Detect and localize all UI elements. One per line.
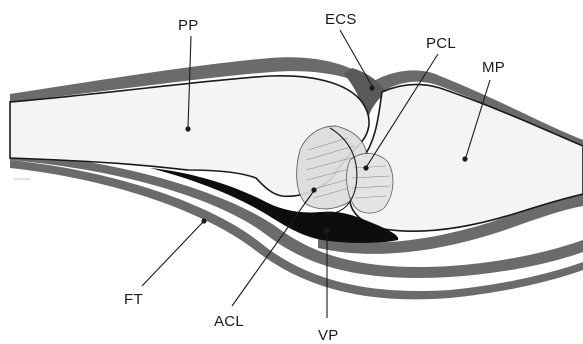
label-pcl: PCL bbox=[426, 35, 456, 52]
scale-bar-label: ===== bbox=[14, 176, 31, 181]
label-mp: MP bbox=[482, 59, 505, 76]
pp-pointer-dot bbox=[185, 126, 190, 131]
label-ecs: ECS bbox=[325, 11, 357, 28]
label-pp: PP bbox=[178, 17, 199, 34]
label-ft: FT bbox=[124, 291, 143, 308]
label-acl: ACL bbox=[214, 313, 244, 330]
ft-leader-line bbox=[142, 222, 203, 286]
acl-pointer-dot bbox=[311, 187, 316, 192]
ft-pointer-dot bbox=[201, 218, 206, 223]
mp-pointer-dot bbox=[462, 156, 467, 161]
ecs-pointer-dot bbox=[369, 85, 374, 90]
label-vp: VP bbox=[318, 327, 339, 344]
vp-pointer-dot bbox=[324, 228, 329, 233]
pcl-pointer-dot bbox=[363, 165, 368, 170]
